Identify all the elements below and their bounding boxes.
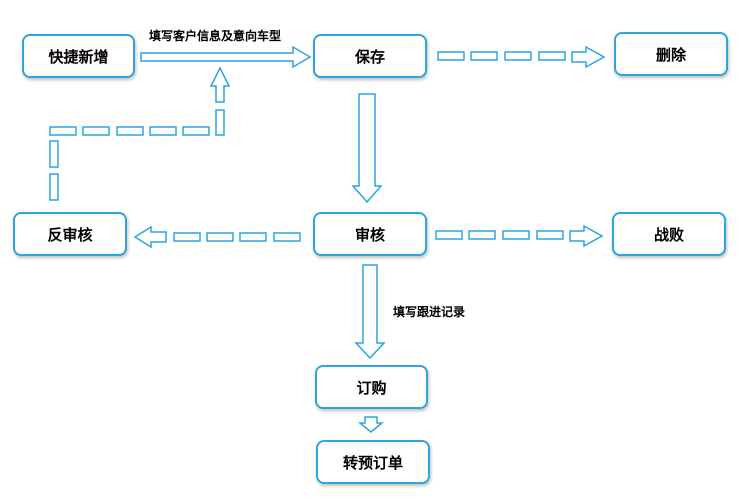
node-quick-add[interactable]: 快捷新增	[22, 34, 135, 78]
node-save[interactable]: 保存	[313, 34, 427, 78]
arrow-review-to-defeat	[435, 224, 604, 248]
arrow-quickadd-to-save	[140, 45, 312, 69]
label-fill-followup: 填写跟进记录	[393, 305, 466, 319]
arrow-reversereview-to-connector	[49, 66, 231, 201]
arrow-review-to-order	[354, 264, 386, 360]
node-order[interactable]: 订购	[315, 365, 428, 409]
arrow-save-to-delete	[437, 45, 606, 69]
arrow-order-to-preorder	[357, 416, 385, 433]
label-fill-customer-info: 填写客户信息及意向车型	[149, 29, 282, 43]
node-to-preorder[interactable]: 转预订单	[316, 440, 430, 484]
arrow-save-to-review	[351, 93, 383, 204]
node-review[interactable]: 审核	[313, 212, 427, 256]
node-reverse-review[interactable]: 反审核	[13, 212, 127, 256]
node-defeat[interactable]: 战败	[612, 212, 726, 256]
arrow-review-to-reversereview	[133, 225, 301, 249]
node-delete[interactable]: 删除	[614, 32, 728, 76]
